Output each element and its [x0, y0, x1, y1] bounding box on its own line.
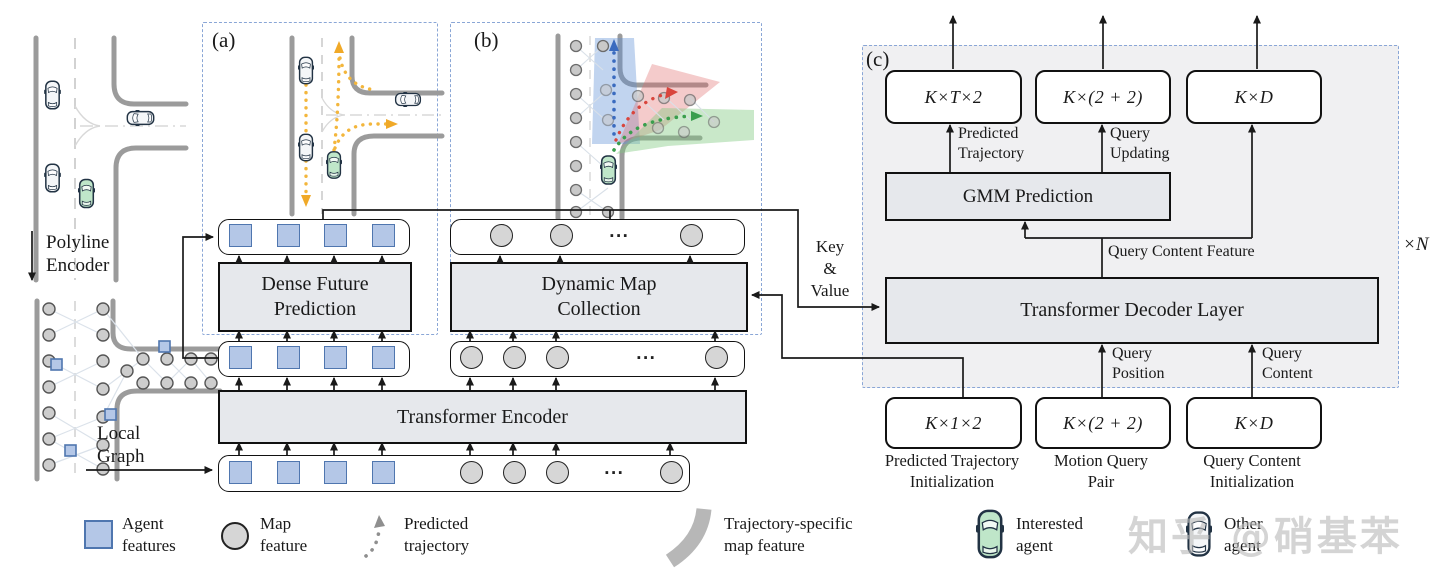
- agent-feature: [229, 346, 252, 369]
- ellipsis: ...: [609, 223, 630, 241]
- interested-agent-car: [78, 178, 95, 209]
- input-token-row: ...: [218, 455, 690, 492]
- map-feature: [705, 346, 728, 369]
- init-dim-box-query-content: K×D: [1186, 397, 1322, 449]
- query-content-feature-label: Query Content Feature: [1108, 243, 1255, 260]
- agent-feature: [372, 461, 395, 484]
- agent-feature: [277, 224, 300, 247]
- other-agent-cars: [44, 80, 155, 193]
- agent-feature: [229, 461, 252, 484]
- panel-b-frame: [450, 22, 762, 335]
- map-feature-row-top: ...: [450, 219, 745, 255]
- output-dim-box-content: K×D: [1186, 70, 1322, 124]
- map-feature: [490, 224, 513, 247]
- map-nodes: [42, 302, 218, 476]
- agent-feature: [229, 224, 252, 247]
- map-feature: [460, 461, 483, 484]
- map-feature: [546, 346, 569, 369]
- map-feature: [546, 461, 569, 484]
- legend-map-swatch: [221, 522, 249, 550]
- multimodal-trajectories: [612, 48, 694, 152]
- input-scene-illustration: [33, 35, 189, 283]
- local-graph-illustration: [34, 298, 223, 482]
- output-dim-box-query-update: K×(2 + 2): [1035, 70, 1171, 124]
- panel-a-label: (a): [212, 28, 236, 52]
- gmm-prediction-block: GMM Prediction: [885, 172, 1171, 221]
- init-dim-box-trajectory: K×1×2: [885, 397, 1022, 449]
- agent-feature: [372, 224, 395, 247]
- panel-b-label: (b): [474, 28, 499, 52]
- scene-a-illustration: [289, 35, 445, 217]
- agent-feature: [324, 224, 347, 247]
- legend-predicted-trajectory-icon: [364, 515, 385, 558]
- legend-agent-swatch: [84, 520, 113, 549]
- output-dim-box-trajectory: K×T×2: [885, 70, 1022, 124]
- agent-feature: [324, 346, 347, 369]
- agent-feature-row-mid: [218, 341, 410, 377]
- map-feature: [503, 461, 526, 484]
- agent-feature-row-top: [218, 219, 410, 255]
- map-feature: [680, 224, 703, 247]
- agent-feature: [324, 461, 347, 484]
- trajectory-arrowheads: [609, 39, 703, 121]
- watermark: 知乎 @硝基苯: [1128, 514, 1403, 560]
- map-feature: [460, 346, 483, 369]
- transformer-decoder-layer-block: Transformer Decoder Layer: [885, 277, 1379, 344]
- predicted-trajectories-yellow: [304, 50, 389, 198]
- graph-edges: [575, 45, 715, 213]
- map-feature: [550, 224, 573, 247]
- agent-nodes: [50, 340, 171, 457]
- map-feature: [660, 461, 683, 484]
- trajectory-arrowheads: [301, 41, 398, 207]
- legend-interested-agent-icon: [976, 507, 1004, 561]
- agent-feature: [277, 346, 300, 369]
- init-dim-box-motion-query: K×(2 + 2): [1035, 397, 1171, 449]
- key-value-label: Key&Value: [810, 237, 850, 300]
- map-feature: [503, 346, 526, 369]
- ellipsis: ...: [636, 345, 657, 363]
- panel-a-frame: [202, 22, 438, 335]
- transformer-encoder-block: Transformer Encoder: [218, 390, 747, 444]
- panel-c-label: (c): [866, 47, 890, 71]
- agent-feature: [372, 346, 395, 369]
- legend-trajectory-specific-icon: [665, 507, 712, 568]
- graph-edges: [48, 308, 212, 470]
- agent-feature: [277, 461, 300, 484]
- ellipsis: ...: [604, 460, 625, 478]
- map-feature-row-mid: ...: [450, 341, 745, 377]
- scene-b-illustration: [555, 33, 754, 221]
- repeat-n-label: ×N: [1403, 234, 1429, 255]
